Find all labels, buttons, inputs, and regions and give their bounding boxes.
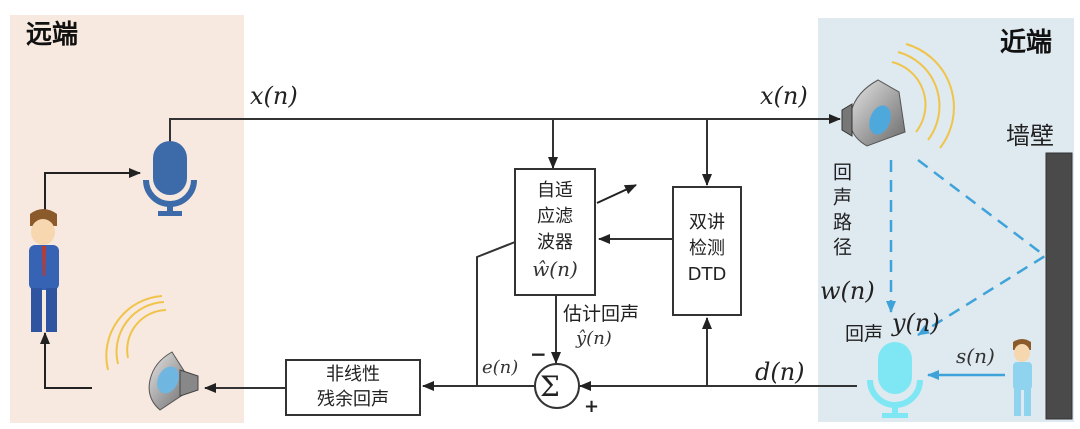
dtd-label: 双讲 检测 DTD: [673, 210, 741, 288]
d-signal-label: d(n): [755, 358, 805, 386]
nonlinear-residual-block: [285, 359, 421, 416]
far-end-speaker-icon: [105, 295, 199, 411]
near-end-label: 近端: [1000, 28, 1053, 58]
reference-signal-line: [169, 114, 841, 186]
x-signal-label-near: x(n): [760, 82, 808, 110]
speech-to-mic-arrow: [44, 168, 141, 215]
far-end-person-icon: [29, 209, 59, 332]
sum-minus-sign: −: [530, 342, 547, 366]
sum-plus-sign: +: [584, 396, 600, 417]
sum-symbol: Σ: [540, 370, 560, 403]
dtd-line-1: 双讲: [689, 212, 725, 233]
y-hat-label: ŷ(n): [576, 328, 612, 349]
x-signal-label-far: x(n): [250, 82, 298, 110]
near-end-microphone-icon: [867, 342, 923, 418]
e-signal-label: e(n): [482, 357, 519, 378]
wall-label: 墙壁: [1006, 122, 1054, 150]
y-signal-label: y(n): [892, 309, 940, 337]
nonlinear-line-2: 残余回声: [317, 389, 389, 410]
adaptive-filter-line-2: 应滤: [537, 206, 573, 227]
near-end-person-icon: [1013, 339, 1032, 416]
adaptive-filter-weight: ŵ(n): [532, 257, 578, 281]
w-signal-label: w(n): [820, 277, 875, 305]
adaptive-filter-label: 自适 应滤 波器 ŵ(n): [515, 178, 595, 282]
far-end-label: 远端: [26, 20, 79, 50]
dtd-line-3: DTD: [687, 264, 727, 285]
echo-label: 回声: [845, 323, 884, 345]
echo-path-lines: [886, 159, 1048, 337]
adaptation-arrow: [596, 184, 637, 204]
near-end-region: [818, 18, 1074, 422]
nonlinear-line-1: 非线性: [326, 364, 380, 385]
adaptive-filter-block: [514, 168, 596, 296]
speaker-to-person-arrow: [40, 332, 92, 389]
dtd-line-2: 检测: [689, 238, 725, 259]
s-signal-label: s(n): [956, 344, 995, 368]
estimated-echo-label: 估计回声: [563, 303, 640, 325]
dtd-block: [672, 186, 742, 316]
adaptive-filter-line-3: 波器: [537, 232, 573, 253]
nonlinear-label: 非线性 残余回声: [286, 362, 420, 412]
adaptive-filter-line-1: 自适: [537, 180, 573, 201]
echo-path-label: 回声路径: [830, 162, 852, 262]
far-end-microphone-icon: [143, 141, 197, 216]
wall: [1045, 152, 1073, 420]
near-end-speaker-icon: [841, 43, 955, 149]
